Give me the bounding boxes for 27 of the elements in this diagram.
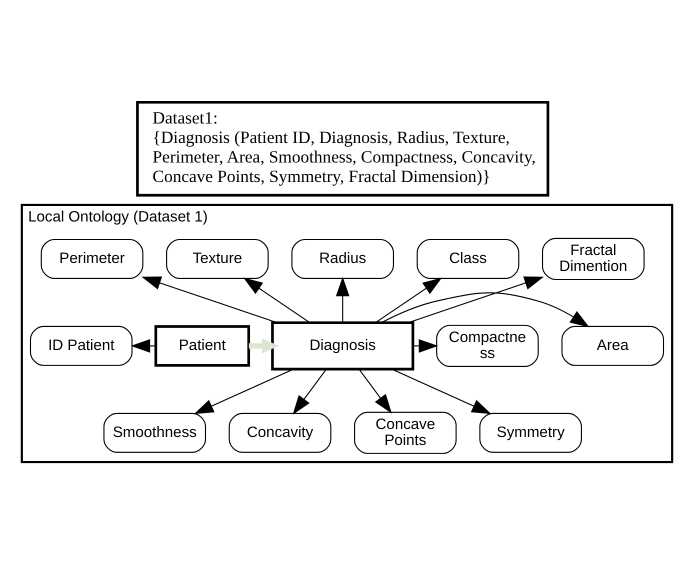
node-box: Diagnosis <box>271 321 414 370</box>
arrow <box>292 368 327 415</box>
node-box: Symmetry <box>479 412 582 453</box>
arrow <box>413 339 438 353</box>
node-box: Smoothness <box>103 412 206 453</box>
arrow <box>248 338 280 354</box>
node-box: Dataset1: {Diagnosis (Patient ID, Diagnosis, Radius, Texture, Perimeter, Area, Smoothness, Compactness, Concavity, Concave Points, Symmetry, Fractal Dimension)} <box>136 100 550 197</box>
node-box: ID Patient <box>30 326 133 366</box>
node-box: Texture <box>166 238 269 279</box>
node-box: Compactne ss <box>436 324 539 367</box>
arrow <box>375 278 442 323</box>
node-box: Area <box>561 326 664 366</box>
arrow <box>381 292 590 328</box>
arrow <box>142 276 278 324</box>
arrow <box>194 368 294 414</box>
node-box: Perimeter <box>40 238 144 279</box>
node-box: Radius <box>291 238 394 279</box>
node-box: Concavity <box>228 412 332 453</box>
node-box: Class <box>416 238 520 279</box>
arrow <box>243 278 310 323</box>
node-box: Concave Points <box>354 412 457 454</box>
arrow <box>392 368 492 414</box>
node-box: Fractal Dimention <box>542 238 645 280</box>
arrow <box>408 276 544 324</box>
arrow <box>358 368 392 414</box>
arrow <box>336 276 350 323</box>
node-box: Patient <box>154 325 250 367</box>
